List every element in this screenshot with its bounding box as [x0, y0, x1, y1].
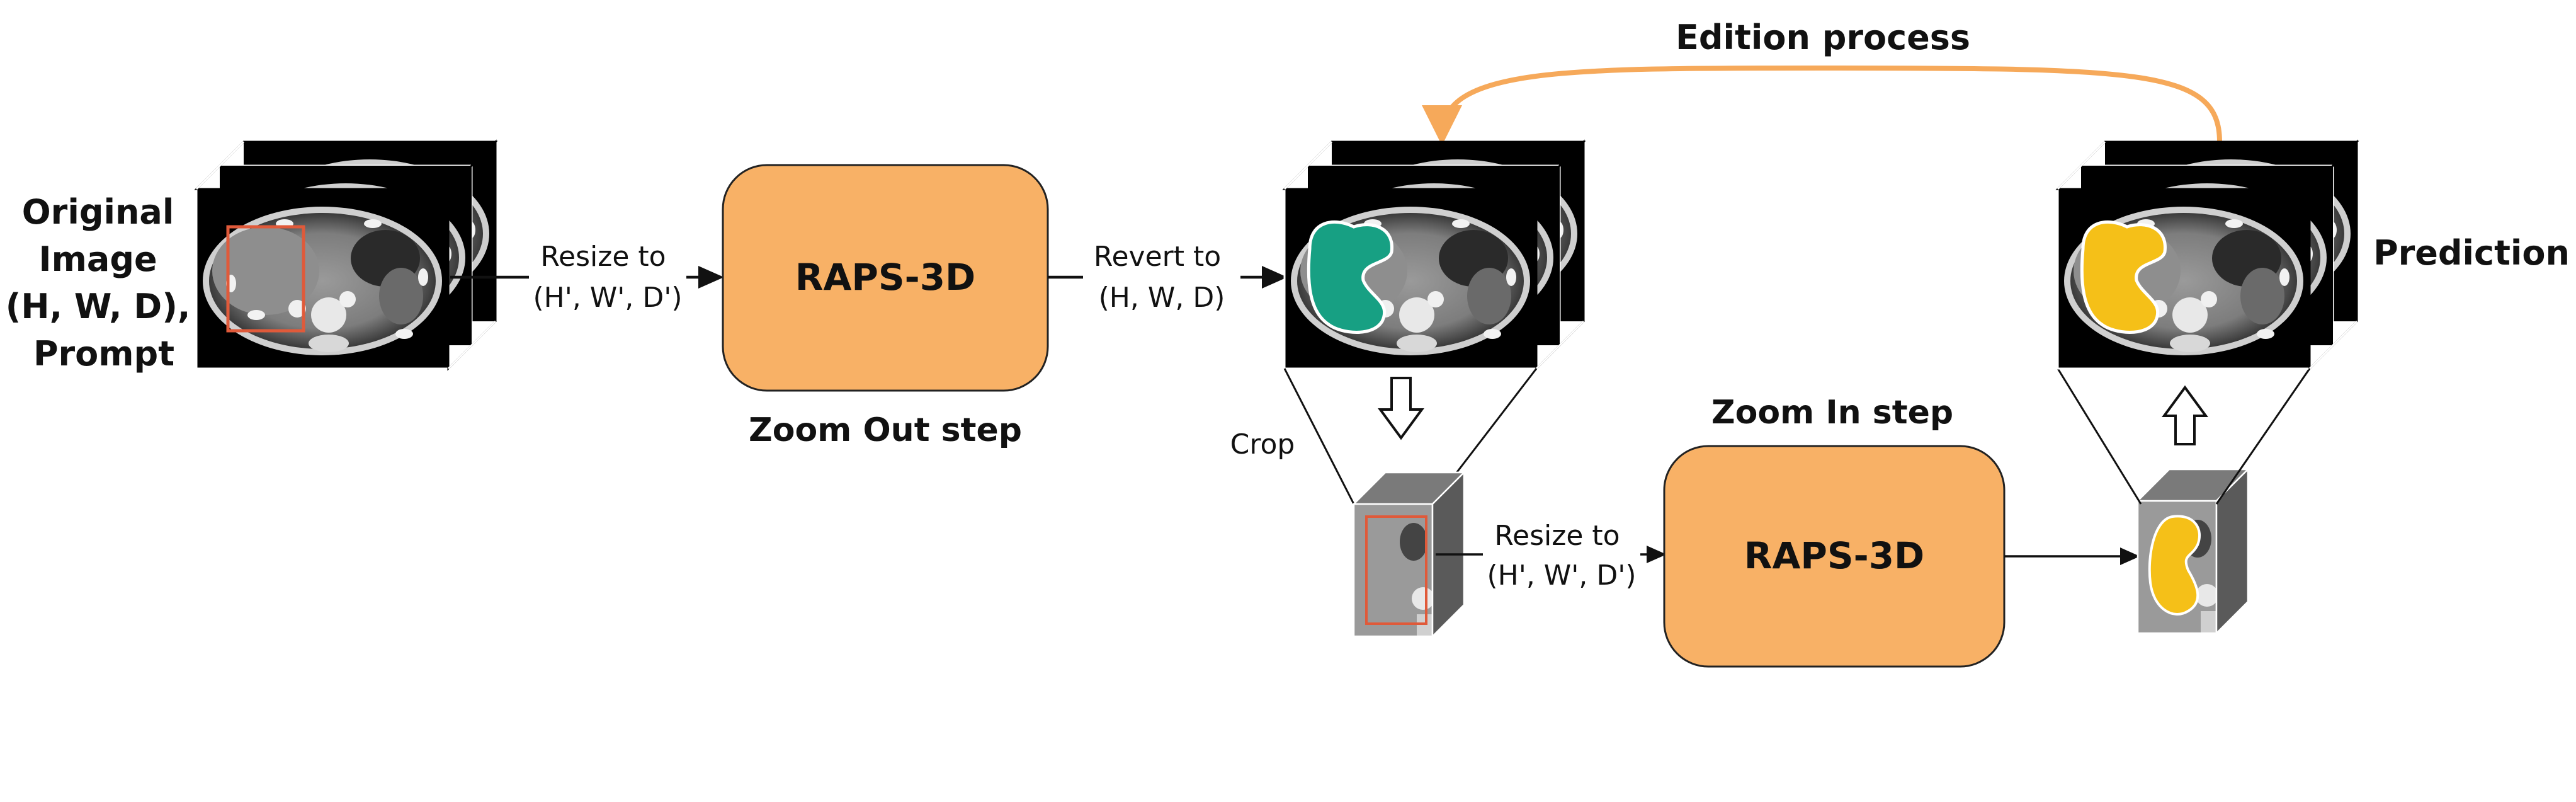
hollow-down-arrow-icon	[1378, 377, 1424, 440]
zoom-out-step-label: Zoom Out step	[749, 411, 1022, 449]
refined-mask-crop	[2148, 515, 2201, 616]
prompt-bounding-box	[226, 225, 305, 333]
revert-label-line: (H, W, D)	[1099, 282, 1225, 314]
cropped-bounding-box	[1365, 515, 1427, 625]
zoom-out-resize-label: Resize to (H', W', D')	[533, 241, 682, 314]
diagram-title: Edition process	[1676, 18, 1970, 57]
zoom-in-resize-label: Resize to (H', W', D')	[1487, 520, 1636, 592]
prediction-stack	[2058, 142, 2357, 369]
input-label-line: Prompt	[33, 334, 174, 374]
coarse-mask-stack	[1285, 142, 1584, 369]
revert-label-line: Revert to	[1094, 241, 1221, 273]
paste-projection-line	[2057, 368, 2142, 505]
input-label-line: (H, W, D),	[6, 287, 191, 326]
paste-projection-line	[2215, 368, 2311, 505]
prediction-label: Prediction	[2373, 233, 2570, 273]
zoom-out-resize-line: Resize to	[540, 241, 666, 273]
edition-feedback-arrow	[1422, 65, 2222, 146]
zoom-in-step-label: Zoom In step	[1711, 394, 1953, 432]
refined-crop-stack	[2136, 468, 2249, 634]
input-label: Original Image (H, W, D), Prompt	[6, 192, 203, 374]
zoom-in-resize-line: Resize to	[1494, 520, 1620, 552]
zoom-in-box-title: RAPS-3D	[1744, 534, 1924, 577]
input-label-line: Image	[39, 239, 157, 279]
crop-projection-line	[1283, 368, 1355, 505]
crop-label: Crop	[1230, 428, 1295, 461]
input-label-line: Original	[22, 192, 174, 232]
zoom-out-resize-line: (H', W', D')	[533, 282, 682, 314]
hollow-up-arrow-icon	[2162, 385, 2208, 445]
prediction-mask	[2080, 221, 2167, 334]
zoom-out-box-title: RAPS-3D	[795, 256, 975, 299]
original-image-stack	[196, 142, 496, 369]
coarse-mask	[1307, 221, 1393, 334]
cropped-image-stack	[1353, 471, 1465, 638]
revert-label: Revert to (H, W, D)	[1094, 241, 1230, 314]
zoom-in-resize-line: (H', W', D')	[1487, 559, 1636, 592]
